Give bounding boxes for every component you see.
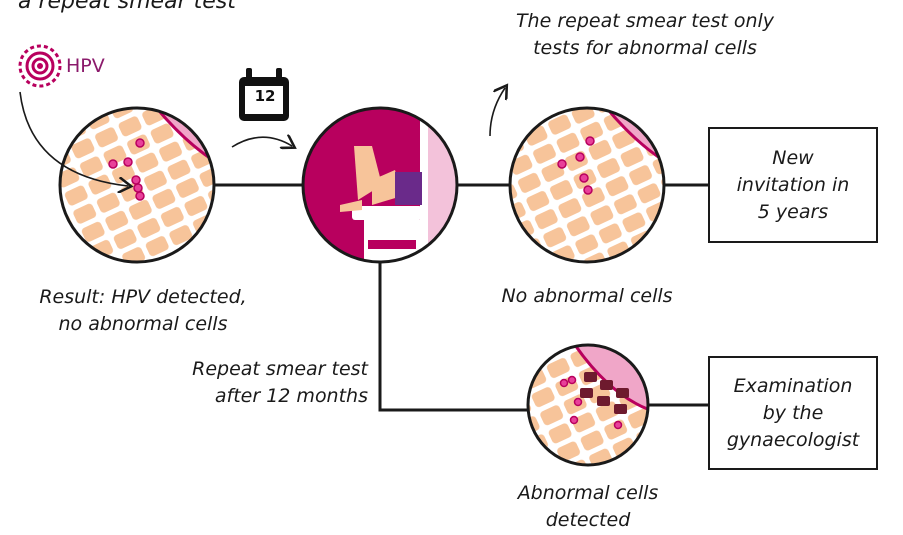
label-repeat-after-line-1: Repeat smear test — [168, 356, 368, 383]
label-abnormal-line-2: detected — [490, 507, 686, 534]
label-no-abnormal: No abnormal cells — [482, 283, 692, 310]
label-abnormal-detected: Abnormal cells detected — [490, 480, 686, 534]
box-new-invitation: New invitation in 5 years — [708, 127, 878, 243]
repeat-arrow — [490, 88, 505, 136]
box-examination-line-3: gynaecologist — [727, 427, 859, 454]
cells-circle-abnormal — [520, 340, 660, 470]
calendar-number: 12 — [247, 87, 283, 105]
label-repeat-after-line-2: after 12 months — [168, 383, 368, 410]
cells-circle-hpv — [50, 100, 230, 280]
label-result-line-2: no abnormal cells — [28, 311, 258, 338]
hpv-label: HPV — [66, 55, 105, 77]
label-repeat-only-line-1: The repeat smear test only — [510, 8, 780, 35]
box-new-invitation-line-2: invitation in — [737, 172, 850, 199]
calendar-arrow — [232, 137, 292, 147]
header-title: a repeat smear test — [18, 0, 236, 15]
label-repeat-only: The repeat smear test only tests for abn… — [510, 8, 780, 62]
label-result-line-1: Result: HPV detected, — [28, 284, 258, 311]
label-repeat-only-line-2: tests for abnormal cells — [510, 35, 780, 62]
box-examination-line-2: by the — [727, 400, 859, 427]
hpv-virus-icon — [20, 46, 60, 86]
box-new-invitation-line-3: 5 years — [737, 199, 850, 226]
box-examination-line-1: Examination — [727, 373, 859, 400]
exam-circle — [300, 105, 460, 265]
label-repeat-after: Repeat smear test after 12 months — [168, 356, 368, 410]
box-new-invitation-line-1: New — [737, 145, 850, 172]
label-result: Result: HPV detected, no abnormal cells — [28, 284, 258, 338]
box-examination: Examination by the gynaecologist — [708, 356, 878, 470]
label-abnormal-line-1: Abnormal cells — [490, 480, 686, 507]
cells-circle-normal — [500, 100, 680, 280]
